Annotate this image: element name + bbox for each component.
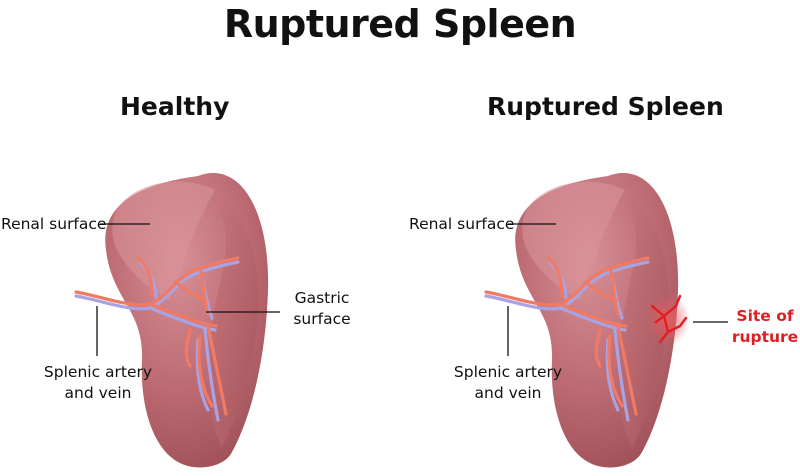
healthy-renal-label: Renal surface bbox=[1, 215, 107, 233]
vessel-line-1: Splenic artery bbox=[453, 363, 563, 381]
rupture-site bbox=[646, 294, 690, 346]
ruptured-vessel-label: Splenic artery and vein bbox=[446, 362, 570, 404]
vessel-line-2: and vein bbox=[474, 384, 542, 402]
gastric-line-1: Gastric bbox=[294, 289, 350, 307]
healthy-gastric-label: Gastric surface bbox=[286, 288, 358, 330]
site-line-1: Site of bbox=[736, 307, 794, 325]
ruptured-heading: Ruptured Spleen bbox=[487, 92, 724, 121]
page-title: Ruptured Spleen bbox=[223, 2, 577, 46]
healthy-heading: Healthy bbox=[120, 92, 230, 121]
rupture-site-label: Site of rupture bbox=[730, 306, 800, 348]
healthy-vessel-label: Splenic artery and vein bbox=[36, 362, 160, 404]
vessel-line-2: and vein bbox=[64, 384, 132, 402]
gastric-line-2: surface bbox=[293, 310, 351, 328]
ruptured-renal-label: Renal surface bbox=[409, 215, 515, 233]
vessel-line-1: Splenic artery bbox=[43, 363, 153, 381]
site-line-2: rupture bbox=[731, 328, 799, 346]
